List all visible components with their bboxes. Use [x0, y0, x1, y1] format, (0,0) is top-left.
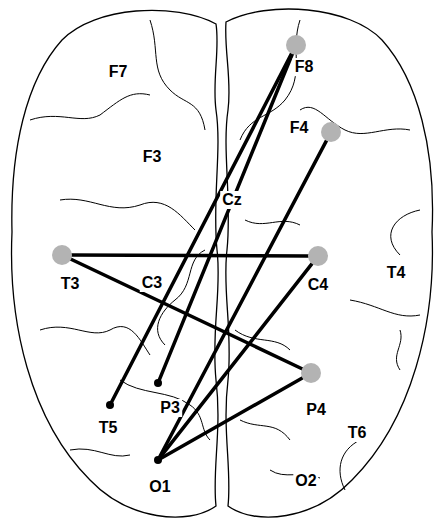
electrode-label: C4 [306, 276, 330, 294]
electrode-label: P3 [158, 399, 182, 417]
connection-line [72, 253, 308, 257]
electrode-label: O2 [293, 472, 318, 490]
electrode-label: F4 [288, 119, 311, 137]
sulci [30, 20, 420, 490]
electrode-label: O1 [147, 478, 172, 496]
electrode-label: F8 [293, 58, 316, 76]
electrode-dot: F4 [321, 122, 341, 142]
connection-line [160, 264, 311, 457]
electrode-label: Cz [220, 191, 244, 209]
electrode-dot: T3 [52, 245, 72, 265]
left-hemisphere [12, 10, 219, 517]
connection-line [161, 378, 302, 458]
electrode-dot: C4 [308, 246, 328, 266]
electrode-label: C3 [140, 274, 164, 292]
connection-line [71, 259, 302, 368]
right-hemisphere [226, 9, 433, 517]
electrode-label: F7 [107, 63, 130, 81]
electrode-label: T6 [346, 424, 369, 442]
electrode-label: T5 [97, 419, 120, 437]
electrode-dot: O1 [154, 456, 162, 464]
electrode-label: T4 [385, 264, 408, 282]
electrode-label: F3 [141, 148, 164, 166]
electrode-dot: T5 [106, 401, 114, 409]
electrode-label: T3 [59, 275, 82, 293]
electrode-dot: P4 [301, 363, 321, 383]
electrode-label: P4 [304, 401, 328, 419]
connection-line [160, 141, 326, 457]
electrode-dot: F8 [286, 35, 306, 55]
electrode-dot: P3 [154, 379, 162, 387]
